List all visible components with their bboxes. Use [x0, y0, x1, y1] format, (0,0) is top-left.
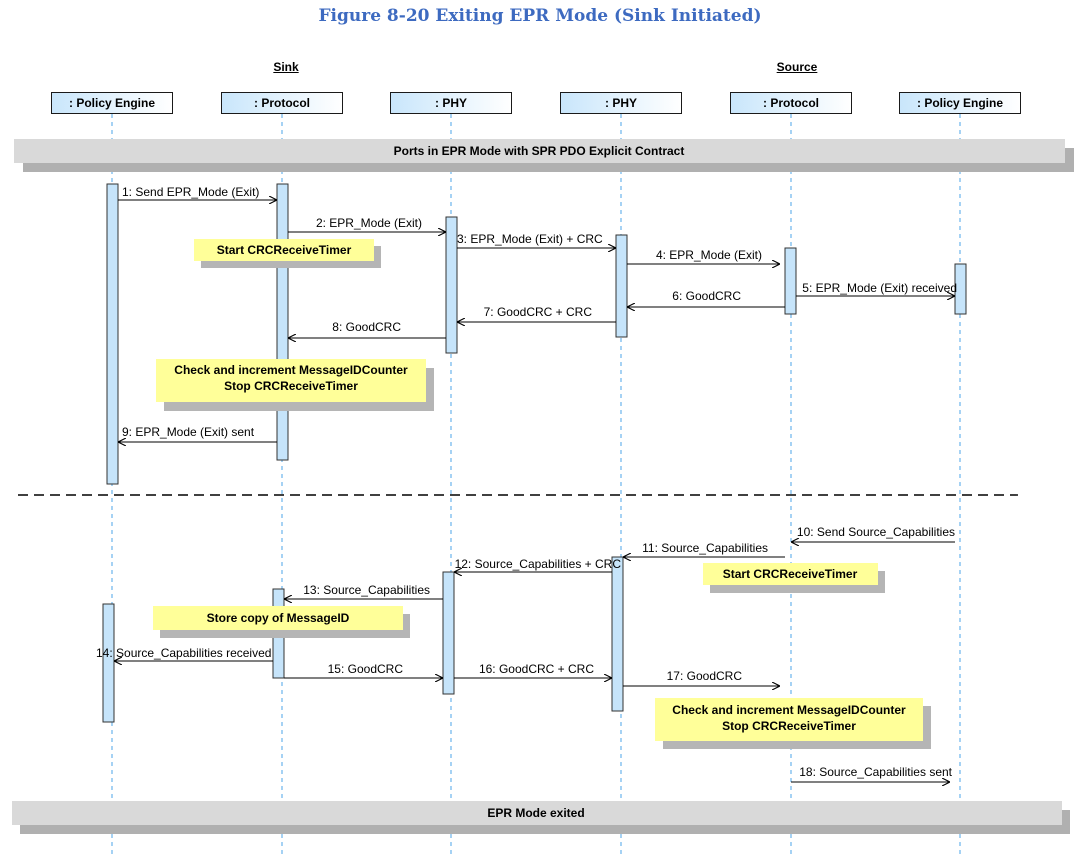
banner-bottom-label: EPR Mode exited	[487, 806, 584, 820]
svg-text:11: Source_Capabilities: 11: Source_Capabilities	[642, 541, 768, 555]
group-label-source: Source	[776, 60, 818, 74]
message-17: 17: GoodCRC	[623, 669, 780, 686]
lifeline-source-policy-engine: : Policy Engine	[899, 92, 1021, 114]
svg-text:13: Source_Capabilities: 13: Source_Capabilities	[303, 583, 430, 597]
svg-text:4: EPR_Mode (Exit): 4: EPR_Mode (Exit)	[656, 248, 762, 262]
message-13: 13: Source_Capabilities	[284, 583, 443, 599]
message-10: 10: Send Source_Capabilities	[791, 525, 955, 542]
note-start-crc-timer-source: Start CRCReceiveTimer	[703, 563, 885, 593]
banner-top-label: Ports in EPR Mode with SPR PDO Explicit …	[394, 144, 685, 158]
svg-text:Store copy of MessageID: Store copy of MessageID	[207, 611, 350, 625]
lifeline-source-protocol: : Protocol	[730, 92, 852, 114]
svg-text:9: EPR_Mode (Exit) sent: 9: EPR_Mode (Exit) sent	[122, 425, 255, 439]
message-16: 16: GoodCRC + CRC	[454, 662, 612, 678]
message-8: 8: GoodCRC	[288, 320, 446, 338]
message-15: 15: GoodCRC	[284, 662, 443, 678]
lifeline-sink-protocol: : Protocol	[221, 92, 343, 114]
message-11: 11: Source_Capabilities	[623, 541, 785, 557]
svg-text:17: GoodCRC: 17: GoodCRC	[667, 669, 743, 683]
message-7: 7: GoodCRC + CRC	[457, 305, 616, 322]
svg-text:7: GoodCRC + CRC: 7: GoodCRC + CRC	[484, 305, 593, 319]
message-4: 4: EPR_Mode (Exit)	[627, 248, 780, 264]
message-9: 9: EPR_Mode (Exit) sent	[118, 425, 277, 442]
svg-text:8: GoodCRC: 8: GoodCRC	[332, 320, 401, 334]
svg-text:15: GoodCRC: 15: GoodCRC	[328, 662, 404, 676]
svg-text:Stop CRCReceiveTimer: Stop CRCReceiveTimer	[224, 379, 358, 393]
message-18: 18: Source_Capabilities sent	[791, 765, 953, 782]
svg-text:12: Source_Capabilities + CRC: 12: Source_Capabilities + CRC	[455, 557, 622, 571]
message-6: 6: GoodCRC	[627, 289, 785, 307]
svg-text:Stop CRCReceiveTimer: Stop CRCReceiveTimer	[722, 719, 856, 733]
svg-text:Start CRCReceiveTimer: Start CRCReceiveTimer	[723, 567, 858, 581]
message-14: 14: Source_Capabilities received	[96, 646, 273, 661]
lifeline-sink-policy-engine: : Policy Engine	[51, 92, 173, 114]
svg-text:Start CRCReceiveTimer: Start CRCReceiveTimer	[217, 243, 352, 257]
svg-text:18: Source_Capabilities sent: 18: Source_Capabilities sent	[799, 765, 952, 779]
lifeline-source-phy: : PHY	[560, 92, 682, 114]
svg-text:Check and increment MessageIDC: Check and increment MessageIDCounter	[672, 703, 906, 717]
svg-text:5: EPR_Mode (Exit) received: 5: EPR_Mode (Exit) received	[802, 281, 957, 295]
svg-text:6: GoodCRC: 6: GoodCRC	[672, 289, 741, 303]
note-check-increment-source: Check and increment MessageIDCounter Sto…	[655, 698, 931, 749]
lifeline-sink-phy: : PHY	[390, 92, 512, 114]
svg-text:2: EPR_Mode (Exit): 2: EPR_Mode (Exit)	[316, 216, 422, 230]
svg-text:16: GoodCRC + CRC: 16: GoodCRC + CRC	[479, 662, 594, 676]
svg-text:3: EPR_Mode (Exit) + CRC: 3: EPR_Mode (Exit) + CRC	[457, 232, 603, 246]
svg-text:Check and increment MessageIDC: Check and increment MessageIDCounter	[174, 363, 408, 377]
group-label-sink: Sink	[273, 60, 299, 74]
message-3: 3: EPR_Mode (Exit) + CRC	[457, 232, 616, 248]
note-check-increment-sink: Check and increment MessageIDCounter Sto…	[156, 359, 434, 411]
message-2: 2: EPR_Mode (Exit)	[288, 216, 446, 232]
message-5: 5: EPR_Mode (Exit) received	[796, 281, 957, 296]
svg-text:14: Source_Capabilities receiv: 14: Source_Capabilities received	[96, 646, 271, 660]
note-start-crc-timer-sink: Start CRCReceiveTimer	[194, 239, 381, 268]
message-1: 1: Send EPR_Mode (Exit)	[118, 185, 277, 200]
note-store-messageid: Store copy of MessageID	[153, 606, 410, 638]
svg-text:10: Send Source_Capabilities: 10: Send Source_Capabilities	[797, 525, 955, 539]
banner-top: Ports in EPR Mode with SPR PDO Explicit …	[14, 139, 1074, 172]
banner-bottom: EPR Mode exited	[12, 801, 1070, 834]
svg-text:1: Send EPR_Mode (Exit): 1: Send EPR_Mode (Exit)	[122, 185, 259, 199]
figure-title: Figure 8-20 Exiting EPR Mode (Sink Initi…	[318, 6, 762, 26]
message-12: 12: Source_Capabilities + CRC	[454, 557, 621, 572]
